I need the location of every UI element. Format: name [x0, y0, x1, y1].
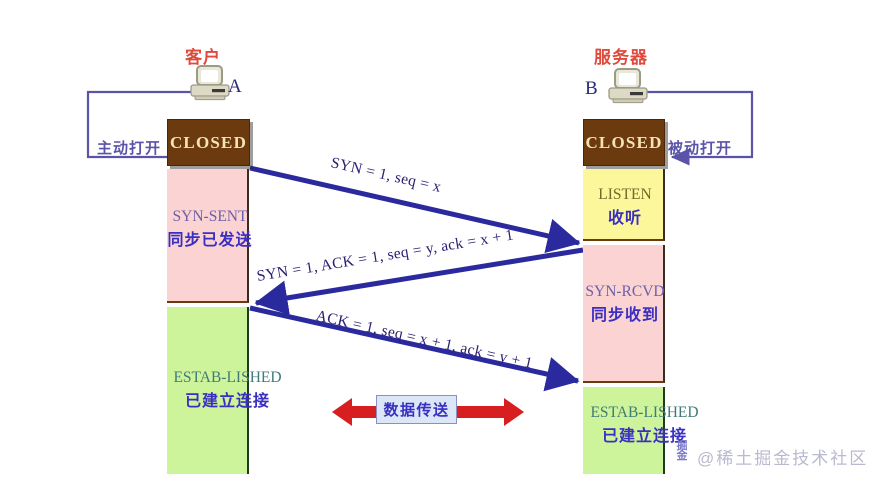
server-letter: B — [585, 78, 598, 99]
server-state-closed: CLOSED — [583, 119, 665, 166]
server-computer-icon — [604, 68, 652, 108]
segment-label-syn: SYN = 1, seq = x — [329, 154, 443, 196]
segment-label-syn-ack: SYN = 1, ACK = 1, seq = y, ack = x + 1 — [255, 226, 515, 285]
server-state-syn-rcvd — [583, 245, 665, 383]
client-title: 客户 — [185, 48, 221, 67]
server-title: 服务器 — [594, 48, 648, 67]
watermark-text: @稀土掘金技术社区 — [697, 449, 869, 468]
server-state-listen — [583, 169, 665, 241]
client-computer-icon — [186, 65, 234, 105]
watermark-badge-icon: 掘 金 — [673, 440, 691, 463]
client-state-syn-sent — [167, 169, 249, 303]
data-transfer-box: 数据传送 — [376, 395, 457, 424]
segment-label-ack: ACK = 1, seq = x + 1, ack = y + 1 — [314, 307, 535, 373]
client-state-closed-label: CLOSED — [169, 132, 248, 152]
server-state-closed-label: CLOSED — [585, 132, 663, 152]
client-active-open-label: 主动打开 — [97, 140, 162, 157]
watermark-badge-line1: 掘 — [676, 440, 688, 452]
server-passive-open-label: 被动打开 — [668, 140, 733, 157]
client-state-closed: CLOSED — [167, 119, 250, 166]
client-state-established — [167, 307, 249, 474]
watermark-badge-line2: 金 — [676, 450, 688, 463]
client-letter: A — [228, 76, 242, 97]
server-state-established — [583, 387, 665, 474]
